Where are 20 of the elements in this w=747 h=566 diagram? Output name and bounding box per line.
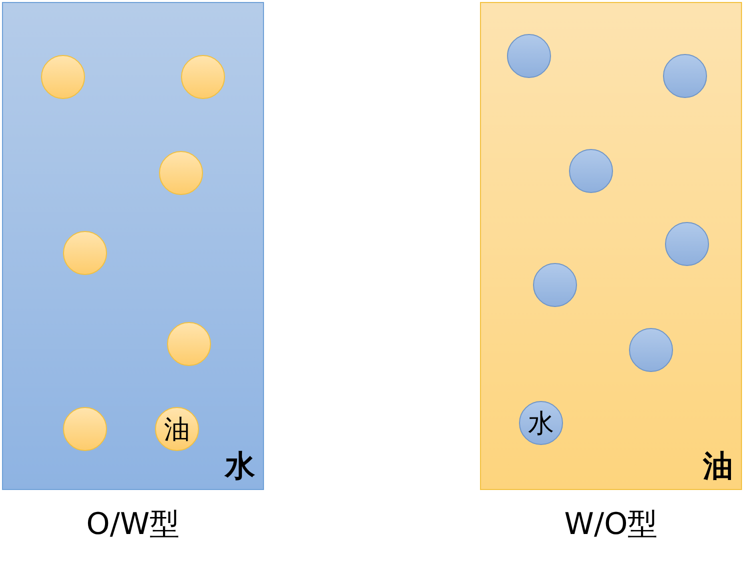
droplet bbox=[167, 322, 211, 366]
droplet bbox=[159, 151, 203, 195]
droplet bbox=[533, 263, 577, 307]
phase-container bbox=[480, 2, 742, 490]
node-label: W/O型 bbox=[563, 506, 659, 544]
droplet bbox=[507, 34, 551, 78]
droplet: 油 bbox=[155, 407, 199, 451]
droplet bbox=[569, 149, 613, 193]
phase-label: 油 bbox=[703, 448, 733, 486]
phase-container bbox=[2, 2, 264, 490]
node-label: O/W型 bbox=[85, 506, 181, 544]
droplet bbox=[63, 407, 107, 451]
droplet bbox=[663, 54, 707, 98]
droplet bbox=[41, 55, 85, 99]
droplet bbox=[63, 231, 107, 275]
phase-label: 水 bbox=[225, 448, 255, 486]
droplet bbox=[665, 222, 709, 266]
droplet: 水 bbox=[519, 401, 563, 445]
droplet bbox=[629, 328, 673, 372]
droplet bbox=[181, 55, 225, 99]
